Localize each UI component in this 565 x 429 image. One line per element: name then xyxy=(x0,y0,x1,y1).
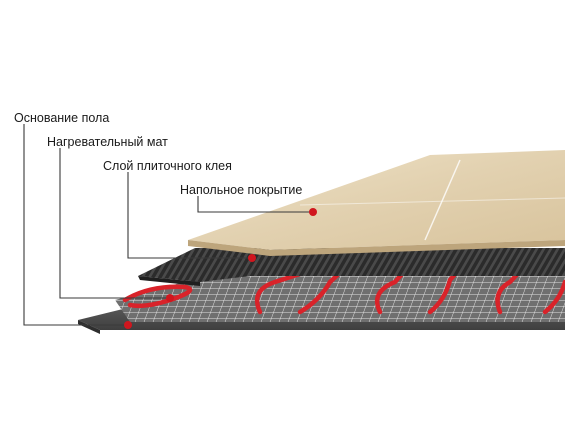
leader-line-heating-mat xyxy=(59,148,168,299)
leader-line-subfloor xyxy=(23,124,125,326)
floor-covering-edge xyxy=(188,240,565,256)
label-subfloor: Основание пола xyxy=(14,111,110,125)
label-heating-mat: Нагревательный мат xyxy=(47,135,168,149)
tile-adhesive-layer xyxy=(138,248,565,282)
tile-joint-2 xyxy=(299,197,565,206)
leader-line-floor-covering xyxy=(197,196,312,213)
leader-line-tile-adhesive xyxy=(127,172,250,259)
tile-adhesive-edge xyxy=(138,276,200,286)
marker-dot-tile-adhesive xyxy=(248,254,256,262)
heating-cable xyxy=(122,262,565,315)
floor-covering-layer xyxy=(188,150,565,250)
marker-dot-heating-mat xyxy=(166,294,174,302)
heating-mat-mesh xyxy=(115,270,565,322)
subfloor-front-edge xyxy=(78,320,100,334)
label-floor-covering: Напольное покрытие xyxy=(180,183,303,197)
tile-joint xyxy=(424,159,461,241)
label-tile-adhesive: Слой плиточного клея xyxy=(103,159,232,173)
marker-dot-subfloor xyxy=(124,321,132,329)
marker-dot-floor-covering xyxy=(309,208,317,216)
